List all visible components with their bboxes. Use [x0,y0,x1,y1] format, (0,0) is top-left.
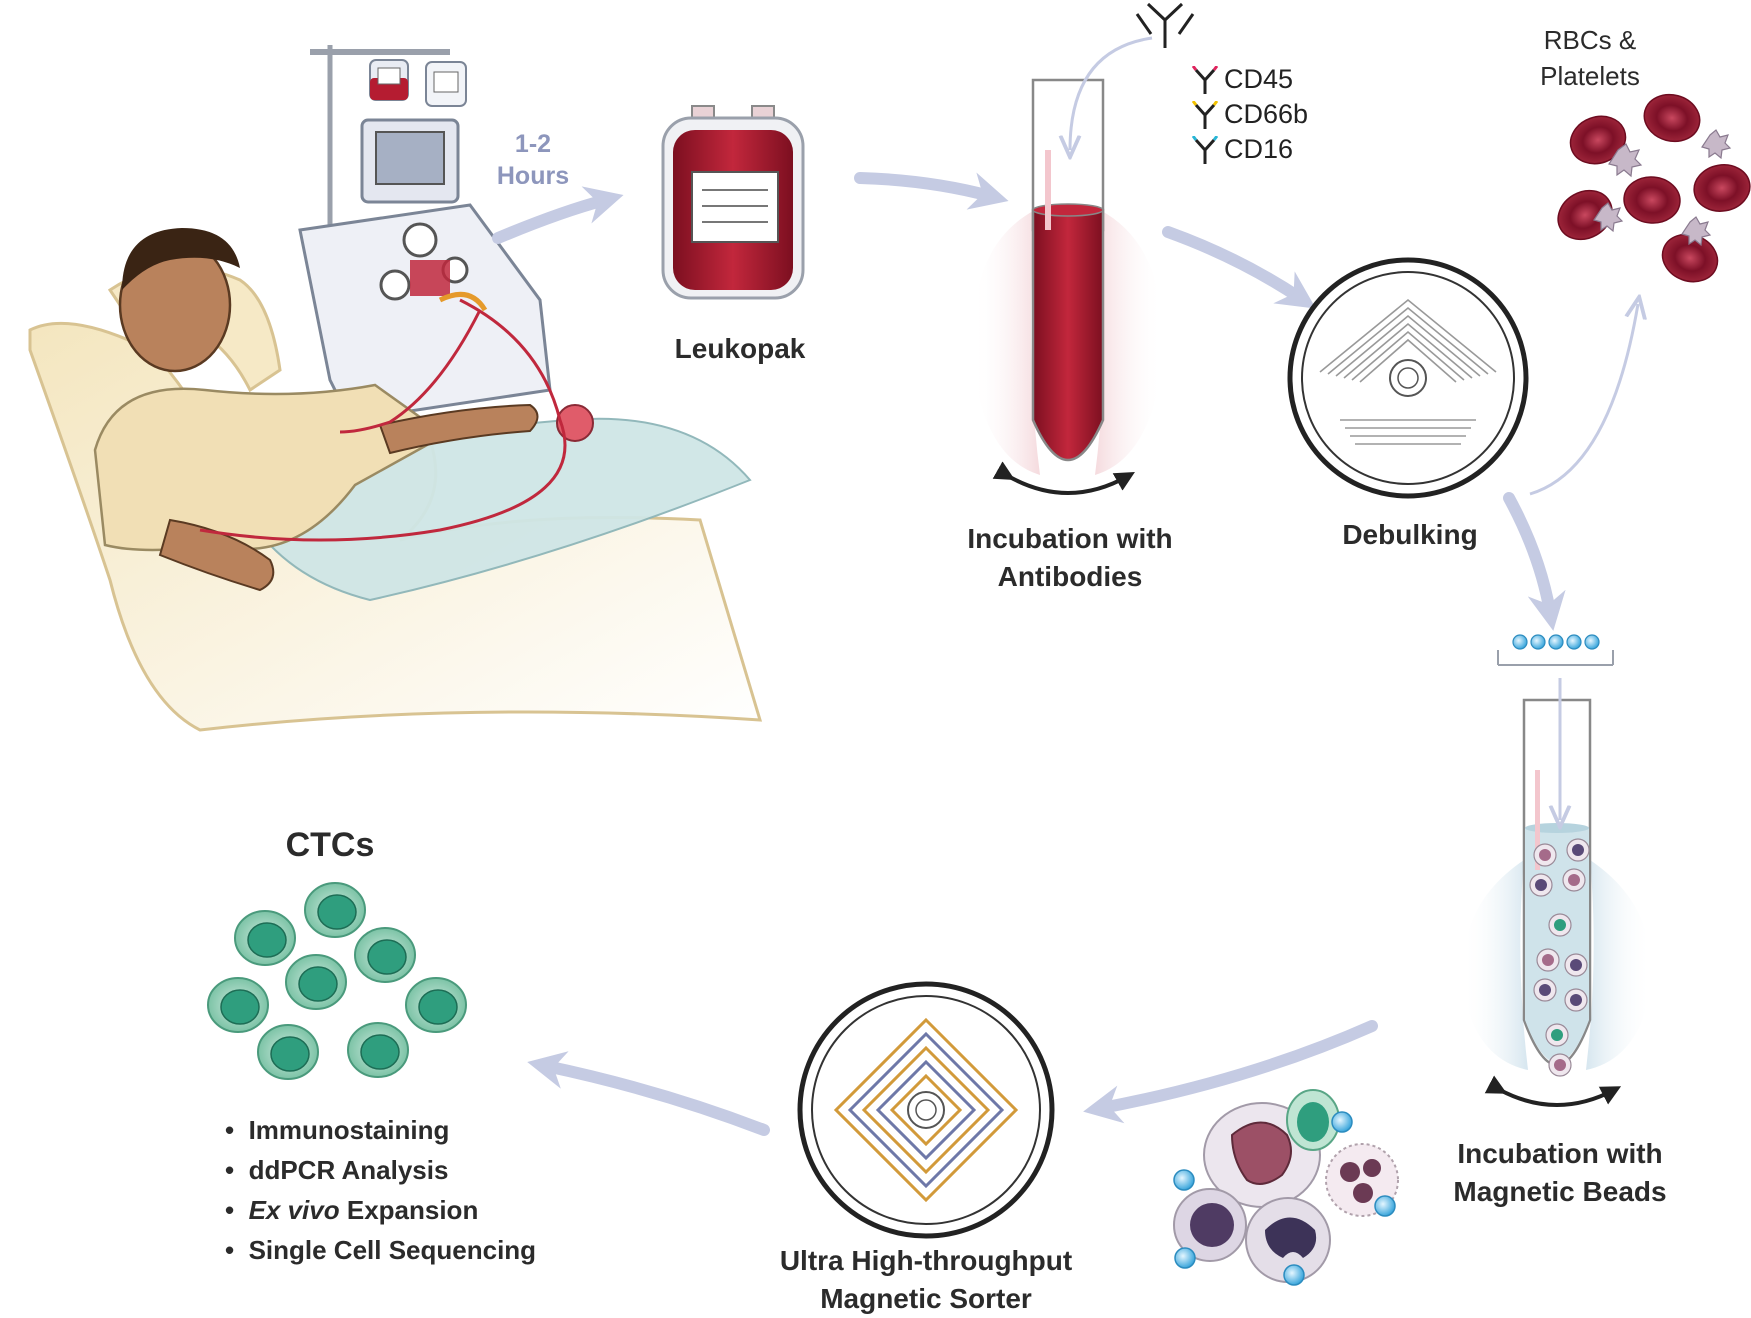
analysis-item-expansion: Ex vivo Expansion [225,1190,536,1230]
analysis-immunostaining-label: Immunostaining [248,1115,450,1145]
antibody-cd45-label: CD45 [1224,64,1294,94]
incubation-beads-label: Incubation with Magnetic Beads [1420,1135,1700,1211]
antibody-drop-arrow [1070,36,1153,150]
labeled-cell [1564,988,1588,1012]
arrow-to-leukopak [492,186,624,244]
antibody-legend-cd16: CD16 [1192,132,1308,167]
red-blood-cell [1623,176,1681,224]
labeled-cell [1564,953,1588,977]
analysis-ddpcr-label: ddPCR Analysis [248,1155,449,1185]
incubation-antibodies-label: Incubation with Antibodies [930,520,1210,596]
duration-label: 1-2 Hours [488,128,578,192]
sorter-line1: Ultra High-throughput [779,1245,1073,1276]
arrow-to-sorter [1083,1020,1378,1124]
labeled-white-cells [1173,1089,1399,1286]
duration-unit: Hours [496,162,570,190]
red-blood-cell [1557,189,1613,241]
analysis-expansion-italic: Ex vivo [248,1195,340,1225]
antibody-cd45-icon [1192,65,1218,94]
platelet [1701,129,1732,160]
labeled-cell [1533,978,1557,1002]
ctc-cell [285,954,347,1010]
red-blood-cell [1643,93,1701,143]
incubation-beads-line2: Magnetic Beads [1453,1176,1667,1207]
rbc-platelet-cluster [1557,93,1751,283]
analysis-item-sequencing: Single Cell Sequencing [225,1230,537,1270]
ctc-cell [304,882,366,938]
arrow-to-ctcs [527,1051,770,1136]
labeled-cell [1548,913,1572,937]
analysis-expansion-label: Expansion [339,1195,479,1225]
red-blood-cell [1693,164,1751,212]
antibody-legend: CD45 CD66b CD16 [1192,62,1308,167]
platelet [1608,143,1643,178]
waste-label: RBCs & Platelets [1520,22,1660,94]
platelet [1681,216,1712,247]
patient-apheresis-illustration [28,45,763,732]
labeled-cell [1562,868,1586,892]
antibody-icon-top [1135,2,1195,48]
labeled-cell [1548,1053,1572,1077]
magnetic-sorter-chip [797,981,1055,1239]
ctc-cell [207,977,269,1033]
ctc-cell [234,910,296,966]
sorter-line2: Magnetic Sorter [820,1283,1032,1314]
arrow-to-debulking [1162,226,1316,309]
red-blood-cell [1569,115,1627,165]
labeled-cell [1529,873,1553,897]
ctc-cluster [207,882,467,1080]
ctc-cell [347,1022,409,1078]
analysis-sequencing-label: Single Cell Sequencing [248,1235,537,1265]
debulking-chip [1287,257,1529,499]
incubation-antibodies-line1: Incubation with [967,523,1173,554]
analysis-item-ddpcr: ddPCR Analysis [225,1150,536,1190]
antibody-legend-cd66b: CD66b [1192,97,1308,132]
leukopak-bag [661,105,805,300]
platelet [1593,202,1624,233]
analysis-list: Immunostaining ddPCR Analysis Ex vivo Ex… [225,1110,537,1270]
duration-value: 1-2 [514,130,552,158]
incubation-antibodies-line2: Antibodies [997,561,1143,592]
waste-line1: RBCs & [1543,25,1637,55]
workflow-arrows [492,172,1566,1136]
collection-bag-small [369,59,409,101]
saline-bag [425,61,467,107]
arrow-to-magnetic-beads [1503,492,1566,631]
arrow-to-waste [1529,304,1638,496]
antibody-cd66b-icon [1192,100,1218,129]
ctc-cell [257,1024,319,1080]
antibody-incubation-tube [972,78,1163,495]
analysis-item-immunostaining: Immunostaining [225,1110,536,1150]
magnetic-bead [1566,634,1582,650]
antibody-cd66b-label: CD66b [1224,99,1309,129]
labeled-cell [1536,948,1560,972]
waste-line2: Platelets [1540,61,1640,91]
sorter-label: Ultra High-throughput Magnetic Sorter [756,1242,1096,1318]
antibody-legend-cd45: CD45 [1192,62,1308,97]
labeled-cell [1533,843,1557,867]
ctcs-title: CTCs [285,826,375,864]
antibody-cd16-icon [1192,135,1218,164]
magnetic-bead [1548,634,1564,650]
magnetic-bead [1530,634,1546,650]
magnetic-bead [1584,634,1600,650]
arrow-to-incubation-antibodies [854,172,1009,210]
debulking-label: Debulking [1342,519,1478,550]
leukopak-label: Leukopak [674,333,806,364]
incubation-beads-line1: Incubation with [1457,1138,1663,1169]
antibody-cd16-label: CD16 [1224,134,1294,164]
magnetic-bead [1512,634,1528,650]
ctc-cell [405,977,467,1033]
labeled-cell [1545,1023,1569,1047]
ctc-cell [354,927,416,983]
magnetic-bead-incubation-tube [1462,634,1652,1107]
labeled-cell [1566,838,1590,862]
